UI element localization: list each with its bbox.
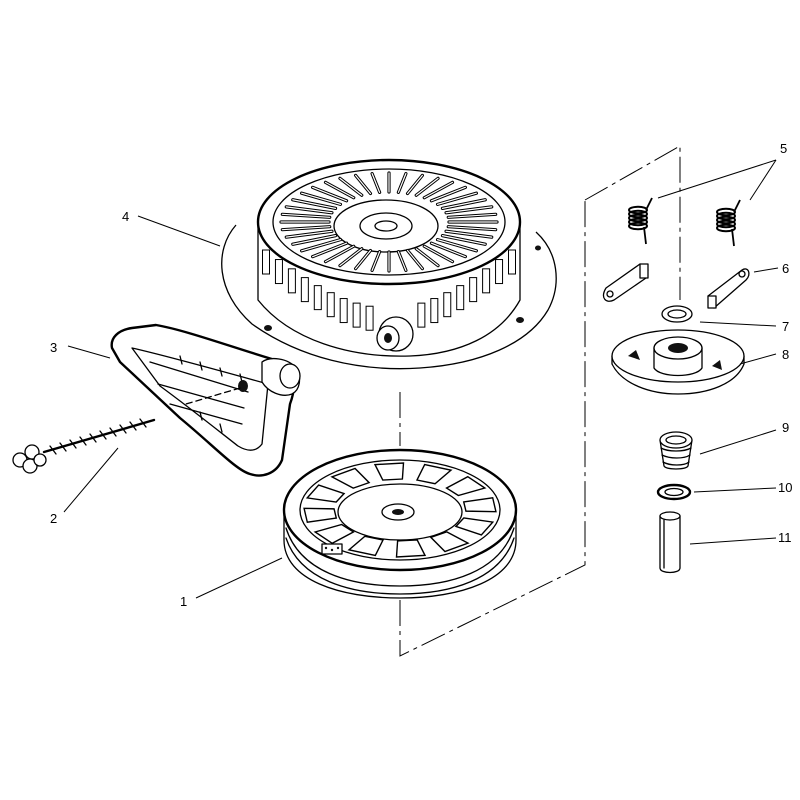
callout-11: 11: [778, 530, 792, 545]
starter-rope-icon: [12, 387, 241, 474]
pin-icon: [659, 511, 681, 574]
starter-handle-icon: [110, 323, 301, 477]
pulley-ribs: [303, 462, 497, 558]
washer-icon: [661, 305, 693, 323]
callout-9: 9: [782, 420, 789, 435]
callout-8: 8: [782, 347, 789, 362]
rope-pulley-icon: [282, 448, 518, 599]
callout-10: 10: [778, 480, 792, 495]
pawl-icon: [602, 263, 750, 309]
pawl-plate-icon: [611, 329, 745, 395]
callout-6: 6: [782, 261, 789, 276]
callout-4: 4: [122, 209, 129, 224]
assembly-centerline: [399, 145, 681, 657]
callout-2: 2: [50, 511, 57, 526]
housing-side-vents: [262, 249, 516, 331]
starter-housing-icon: [221, 158, 557, 370]
callout-3: 3: [50, 340, 57, 355]
callout-1: 1: [180, 594, 187, 609]
callout-7: 7: [782, 319, 789, 334]
retainer-washer-icon: [656, 483, 692, 501]
leader-lines: [63, 159, 779, 599]
housing-top-vents: [279, 171, 499, 273]
callout-5: 5: [780, 141, 787, 156]
pawl-spring-icon: [628, 197, 741, 247]
friction-spring-icon: [659, 431, 693, 470]
